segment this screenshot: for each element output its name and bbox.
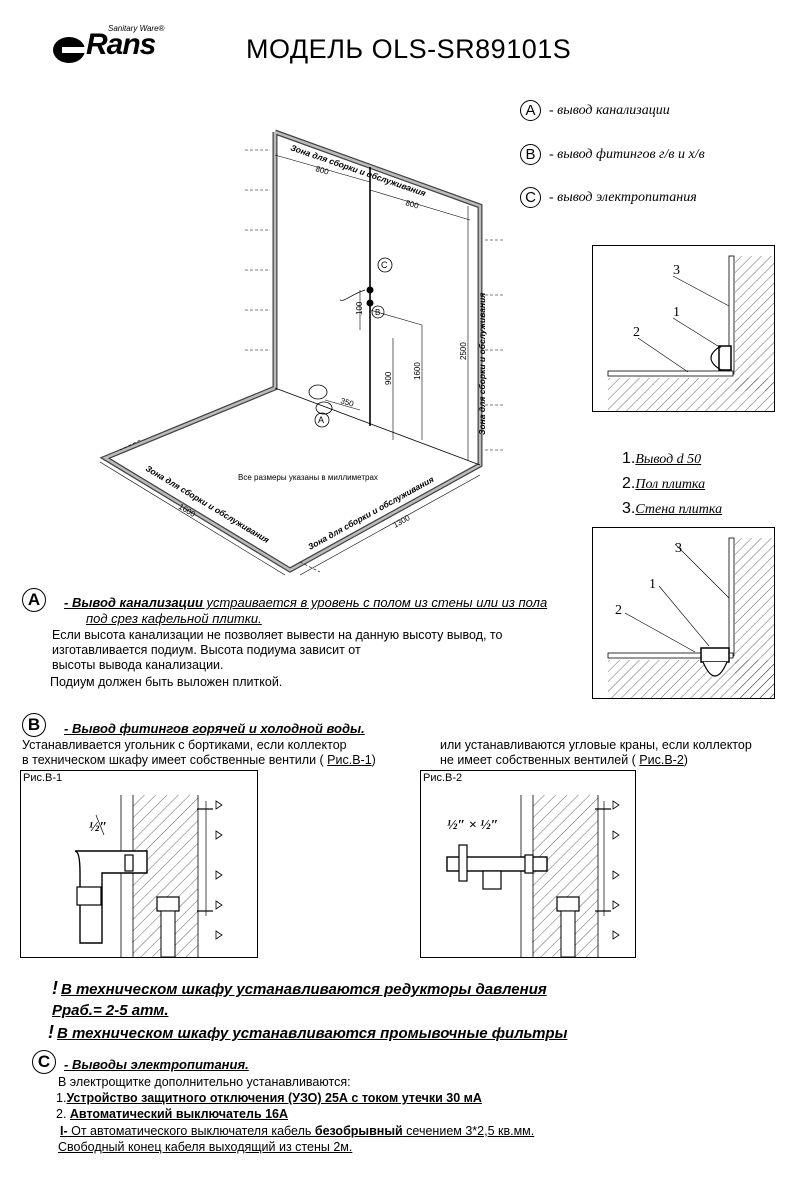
legend-item-b: B - вывод фитингов г/в и х/в bbox=[520, 144, 705, 165]
warning-pressure-value: Рраб.= 2-5 атм. bbox=[52, 1002, 169, 1019]
brand-name: Rans bbox=[86, 28, 156, 61]
section-b-left-line2: в техническом шкафу имеет собственные ве… bbox=[22, 753, 376, 767]
logo-mark-icon bbox=[53, 37, 98, 63]
dim-900: 900 bbox=[384, 371, 393, 385]
section-b-heading: - Вывод фитингов горячей и холодной воды… bbox=[64, 721, 365, 736]
point-a-label: A bbox=[318, 415, 324, 425]
detail-legend-list: 1.Вывод d 50 2.Пол плитка 3.Стена плитка bbox=[622, 450, 722, 525]
installation-drawing: Зона для сборки и обслуживания Зона для … bbox=[99, 129, 505, 576]
section-c-item-4: Свободный конец кабеля выходящий из стен… bbox=[58, 1140, 353, 1154]
section-a-text: высоты вывода канализации. bbox=[52, 658, 224, 672]
section-a-heading-line2: под срез кафельной плитки. bbox=[86, 611, 262, 626]
section-b-badge: B bbox=[22, 713, 46, 737]
section-a-badge: A bbox=[22, 588, 46, 612]
figure-b2: Рис.В-2 ½″ × ½″ bbox=[420, 770, 636, 958]
dim-1300: 1300 bbox=[392, 513, 412, 530]
zone-label-top: Зона для сборки и обслуживания bbox=[289, 142, 427, 198]
detail-legend-item: 2.Пол плитка bbox=[622, 475, 706, 492]
detail2-label-1: 1 bbox=[649, 577, 656, 592]
dim-2500: 2500 bbox=[459, 342, 468, 360]
detail-legend-item: 3.Стена плитка bbox=[622, 500, 723, 517]
point-c-label: C bbox=[381, 260, 388, 270]
detail-legend-item: 1.Вывод d 50 bbox=[622, 450, 702, 467]
section-c-item-2: 2. Автоматический выключатель 16А bbox=[56, 1107, 289, 1121]
section-a-text: изготавливается подиум. Высота подиума з… bbox=[52, 643, 361, 657]
point-b-label: B bbox=[375, 308, 380, 317]
detail2-label-3: 3 bbox=[675, 541, 682, 556]
dim-350: 350 bbox=[339, 396, 355, 408]
legend-badge-c: C bbox=[520, 187, 541, 208]
dim-100: 100 bbox=[355, 301, 364, 315]
brand-subtitle: Sanitary Ware® bbox=[108, 24, 165, 33]
figure-b2-size-label: ½″ × ½″ bbox=[447, 818, 498, 833]
section-a-heading: - Вывод канализации устраивается в урове… bbox=[64, 595, 548, 610]
dim-800-left: 800 bbox=[314, 164, 330, 176]
section-c-item-1: 1.Устройство защитного отключения (УЗО) … bbox=[56, 1091, 482, 1105]
warning-filters: !В техническом шкафу устанавливаются про… bbox=[48, 1022, 568, 1042]
detail-drawing-floor-drain: 3 1 2 bbox=[592, 527, 775, 699]
warning-pressure-reducers: !В техническом шкафу устанавливаются ред… bbox=[52, 978, 547, 998]
section-c-badge: C bbox=[32, 1050, 56, 1074]
zone-label-bottom: Зона для сборки и обслуживания bbox=[306, 474, 435, 552]
legend-text-a: - вывод канализации bbox=[549, 102, 670, 118]
page-title: МОДЕЛЬ OLS-SR89101S bbox=[246, 34, 572, 64]
dim-800-right: 800 bbox=[404, 198, 420, 210]
section-c-intro: В электрощитке дополнительно устанавлива… bbox=[58, 1075, 351, 1089]
section-b-left-line1: Устанавливается угольник с бортиками, ес… bbox=[22, 738, 347, 752]
detail1-label-2: 2 bbox=[633, 325, 640, 340]
figure-b1-label: Рис.В-1 bbox=[23, 772, 63, 784]
section-a-text: Если высота канализации не позволяет выв… bbox=[52, 628, 503, 642]
brand-logo: Rans Sanitary Ware® bbox=[52, 22, 182, 70]
section-a-text: Подиум должен быть выложен плиткой. bbox=[50, 675, 283, 689]
legend-item-a: A - вывод канализации bbox=[520, 100, 670, 121]
dim-1600-vertical: 1600 bbox=[413, 362, 422, 380]
legend-item-c: C - вывод электропитания bbox=[520, 187, 697, 208]
section-c-item-3: I- От автоматического выключателя кабель… bbox=[60, 1124, 535, 1138]
figure-b1-size-label: ½″ bbox=[89, 820, 107, 835]
dimensions-note: Все размеры указаны в миллиметрах bbox=[238, 473, 378, 482]
legend-badge-a: A bbox=[520, 100, 541, 121]
legend-text-b: - вывод фитингов г/в и х/в bbox=[549, 146, 705, 162]
dim-1600-horizontal: 1600 bbox=[177, 502, 197, 519]
detail1-label-1: 1 bbox=[673, 305, 680, 320]
detail-drawing-wall-drain: 3 1 2 bbox=[592, 245, 775, 412]
detail2-label-2: 2 bbox=[615, 603, 622, 618]
figure-b1: Рис.В-1 ½″ bbox=[20, 770, 258, 958]
section-c-heading: - Выводы электропитания. bbox=[64, 1057, 249, 1072]
legend-text-c: - вывод электропитания bbox=[549, 189, 697, 205]
section-b-right-line2: не имеет собственных вентилей ( Рис.В-2) bbox=[440, 753, 688, 767]
legend-badge-b: B bbox=[520, 144, 541, 165]
zone-label-right: Зона для сборки и обслуживания bbox=[477, 293, 487, 435]
detail1-label-3: 3 bbox=[673, 263, 680, 278]
section-b-right-line1: или устанавливаются угловые краны, если … bbox=[440, 738, 752, 752]
figure-b2-label: Рис.В-2 bbox=[423, 772, 463, 784]
